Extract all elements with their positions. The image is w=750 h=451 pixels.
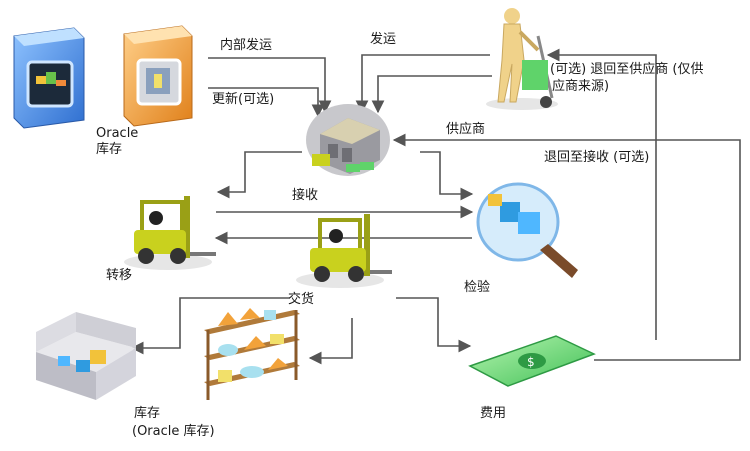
- label-internal-shipment: 内部发运: [220, 38, 272, 54]
- label-oracle-inventory: (Oracle 库存): [132, 424, 215, 440]
- warehouse-room-icon: [36, 312, 136, 400]
- label-shipment: 发运: [370, 32, 396, 48]
- label-expense: 费用: [480, 406, 506, 422]
- label-return-to-receiving: 退回至接收 (可选): [544, 150, 654, 166]
- arrow-return-to-supplier: [548, 55, 656, 340]
- orange-computer-icon: [124, 26, 192, 126]
- arrow-deliver-to-shelves: [310, 318, 352, 358]
- arrow-return-to-receiving: [394, 140, 740, 360]
- label-return-to-supplier-2: 应商来源): [552, 79, 609, 95]
- label-inventory-top: 库存: [96, 142, 122, 158]
- arrow-supplier-to-dock: [378, 76, 492, 112]
- person-handtruck-icon: [486, 8, 558, 110]
- label-inspect: 检验: [464, 280, 490, 296]
- blue-computer-icon: [14, 28, 84, 128]
- label-receive: 接收: [292, 188, 318, 204]
- magnifier-inspect-icon: [478, 184, 578, 278]
- arrow-receive-to-transfer: [218, 152, 302, 192]
- shelves-icon: [204, 308, 300, 400]
- label-supplier: 供应商: [446, 122, 485, 138]
- svg-text:$: $: [527, 355, 535, 369]
- forklift-transfer-icon: [124, 196, 216, 270]
- label-transfer: 转移: [106, 268, 132, 284]
- arrow-receive-to-inspect: [420, 152, 472, 194]
- label-inventory-bottom: 库存: [134, 406, 160, 422]
- money-bill-icon: $: [470, 336, 594, 386]
- arrow-shipment: [362, 55, 490, 112]
- dock-building-icon: [306, 104, 390, 176]
- arrow-deliver-to-expense: [396, 298, 470, 346]
- arrow-deliver-to-inventory: [132, 298, 290, 348]
- label-deliver: 交货: [288, 292, 314, 308]
- forklift-deliver-icon: [296, 214, 392, 288]
- label-oracle: Oracle: [96, 126, 138, 142]
- label-update-optional: 更新(可选): [212, 92, 274, 108]
- label-return-to-supplier-1: (可选) 退回至供应商 (仅供: [550, 62, 703, 78]
